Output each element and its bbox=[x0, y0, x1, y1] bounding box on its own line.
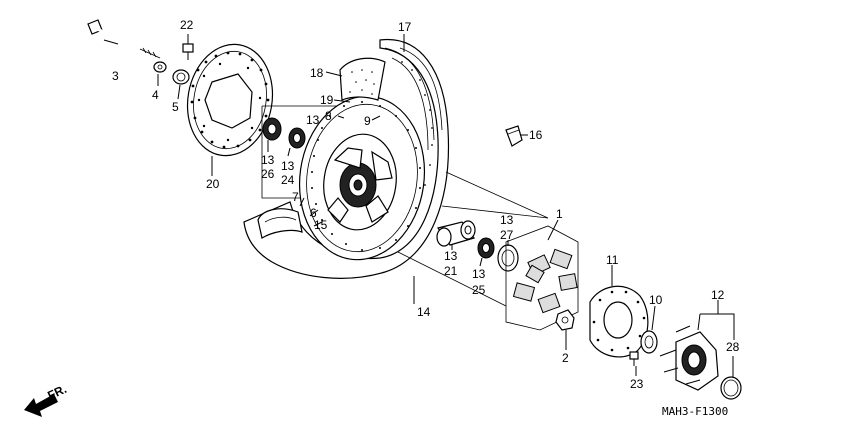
callout-3: 3 bbox=[112, 69, 119, 83]
callout-6: 6 bbox=[310, 206, 317, 220]
driven-flange bbox=[659, 325, 719, 391]
distance-collar bbox=[436, 220, 476, 247]
callout-7: 7 bbox=[292, 190, 299, 204]
callout-18: 18 bbox=[310, 66, 324, 80]
oil-seal bbox=[497, 244, 519, 272]
callout-20: 20 bbox=[206, 177, 220, 191]
callout-13b: 13 bbox=[281, 159, 295, 173]
callout-24: 24 bbox=[281, 173, 295, 187]
callout-14: 14 bbox=[417, 305, 431, 319]
damper-rubbers bbox=[512, 248, 578, 314]
bearing-left-inner bbox=[288, 127, 306, 149]
callout-12: 12 bbox=[711, 288, 725, 302]
leader-lines bbox=[103, 34, 735, 377]
callout-1: 1 bbox=[556, 207, 563, 221]
nut bbox=[555, 309, 575, 331]
callout-23: 23 bbox=[630, 377, 644, 391]
bearing-right bbox=[477, 237, 495, 259]
callout-16: 16 bbox=[529, 128, 543, 142]
callout-8: 8 bbox=[325, 109, 332, 123]
callout-21: 21 bbox=[444, 264, 458, 278]
valve-cap bbox=[505, 125, 523, 147]
sprocket-plate bbox=[589, 285, 649, 358]
rim-band-lower bbox=[257, 208, 303, 239]
seal-ring bbox=[640, 330, 658, 354]
callout-22: 22 bbox=[180, 18, 194, 32]
callout-27: 27 bbox=[500, 228, 514, 242]
callout-11: 11 bbox=[606, 253, 619, 267]
front-direction-arrow-icon bbox=[24, 394, 58, 417]
axle bbox=[87, 19, 161, 60]
callout-17: 17 bbox=[398, 20, 412, 34]
diagram-code: MAH3-F1300 bbox=[662, 405, 728, 418]
rim-band bbox=[339, 57, 386, 101]
callout-2: 2 bbox=[562, 351, 569, 365]
callouts: 3 4 5 22 20 13 26 13 24 13 17 18 19 8 9 … bbox=[112, 18, 740, 391]
callout-19: 19 bbox=[320, 93, 334, 107]
callout-25: 25 bbox=[472, 283, 486, 297]
callout-4: 4 bbox=[152, 88, 159, 102]
callout-13c: 13 bbox=[306, 113, 320, 127]
bearing-left-outer bbox=[262, 117, 282, 141]
flange-bolt bbox=[629, 351, 639, 366]
callout-13d: 13 bbox=[500, 213, 514, 227]
collar bbox=[172, 69, 190, 85]
callout-13e: 13 bbox=[444, 249, 458, 263]
wheel-rim bbox=[298, 95, 426, 261]
brake-disc bbox=[186, 43, 274, 157]
bolt bbox=[182, 43, 194, 60]
callout-5: 5 bbox=[172, 100, 179, 114]
front-direction-label: FR. bbox=[45, 382, 68, 403]
callout-15: 15 bbox=[314, 218, 328, 232]
callout-10: 10 bbox=[649, 293, 663, 307]
callout-28: 28 bbox=[726, 340, 740, 354]
washer bbox=[153, 61, 167, 73]
callout-26: 26 bbox=[261, 167, 275, 181]
callout-9: 9 bbox=[364, 114, 371, 128]
callout-13f: 13 bbox=[472, 267, 486, 281]
callout-13a: 13 bbox=[261, 153, 275, 167]
